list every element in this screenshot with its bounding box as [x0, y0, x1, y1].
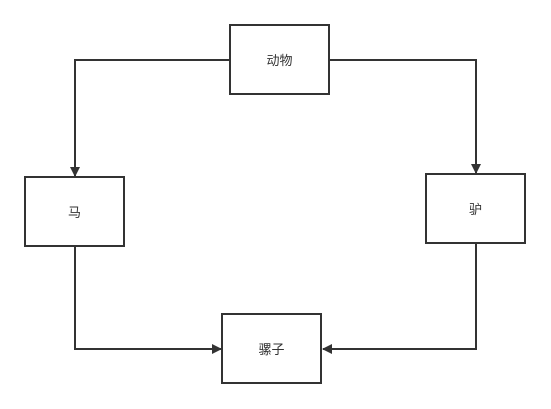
edge-donkey-to-mule [322, 244, 477, 354]
edge-animal-to-horse [70, 59, 229, 177]
edge-animal-to-donkey [330, 59, 481, 174]
node-animal[interactable]: 动物 [229, 24, 330, 95]
node-horse-label: 马 [67, 206, 81, 221]
node-horse[interactable]: 马 [24, 176, 125, 247]
node-donkey-label: 驴 [468, 203, 482, 218]
node-donkey[interactable]: 驴 [425, 173, 526, 244]
node-animal-label: 动物 [266, 54, 293, 69]
edge-horse-to-mule [74, 247, 222, 354]
node-mule-label: 骡子 [258, 343, 285, 358]
node-mule[interactable]: 骡子 [221, 313, 322, 384]
